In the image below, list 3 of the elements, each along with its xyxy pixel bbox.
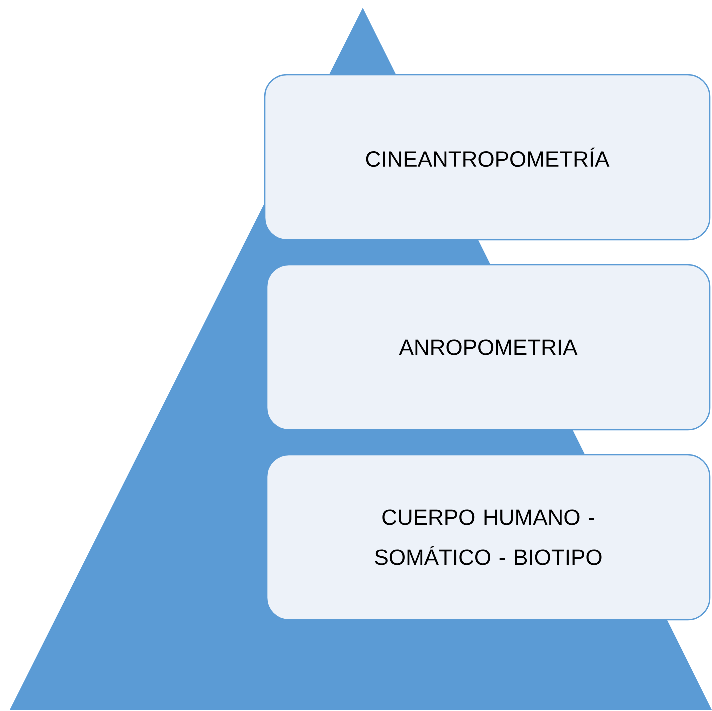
- level-box: ANROPOMETRIA: [266, 264, 711, 431]
- level-box: CINEANTROPOMETRÍA: [264, 74, 711, 241]
- level-box: CUERPO HUMANO - SOMÁTICO - BIOTIPO: [266, 454, 711, 621]
